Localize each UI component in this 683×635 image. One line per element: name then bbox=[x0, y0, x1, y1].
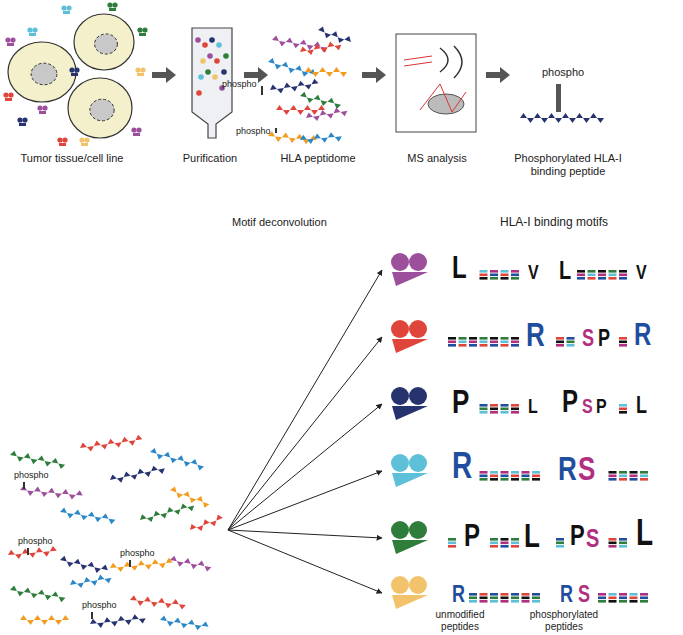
caption: phosphorylated peptides bbox=[522, 609, 606, 632]
deconvolution bbox=[228, 253, 428, 609]
logo-letter: L bbox=[524, 518, 540, 552]
phospho-tag: phospho bbox=[120, 548, 155, 558]
logo-letter: R bbox=[526, 317, 545, 351]
phospho-tag: phospho bbox=[18, 536, 53, 546]
logo-letter: V bbox=[636, 261, 647, 282]
logo-letter: P bbox=[562, 386, 578, 417]
logo-letter: S bbox=[582, 395, 593, 416]
logo-letter: P bbox=[598, 326, 610, 349]
caption: MS analysis bbox=[387, 152, 487, 165]
logo-letter: L bbox=[528, 395, 538, 416]
flow-arrow bbox=[486, 67, 510, 83]
caption: HLA peptidome bbox=[268, 152, 368, 165]
logo-letter: P bbox=[452, 384, 469, 418]
logo-letter: P bbox=[596, 395, 607, 416]
caption: Purification bbox=[165, 152, 255, 165]
logo-letter: R bbox=[634, 319, 651, 350]
logo-letter: S bbox=[586, 525, 599, 551]
logo-letter: L bbox=[636, 393, 647, 416]
flow-arrow bbox=[362, 67, 386, 83]
logo-letter: L bbox=[636, 515, 653, 551]
logo-letter: R bbox=[452, 582, 465, 605]
peptide-mix bbox=[8, 434, 225, 631]
logo-letter: R bbox=[452, 448, 472, 484]
caption: HLA-I binding motifs bbox=[500, 216, 608, 230]
flow-arrow bbox=[152, 67, 176, 83]
phospho-tag: phospho bbox=[222, 79, 257, 89]
phospho-tag: phospho bbox=[236, 126, 271, 136]
mass-spectrometer bbox=[396, 34, 476, 132]
caption: Motif deconvolution bbox=[232, 216, 327, 229]
caption: unmodified peptides bbox=[425, 609, 495, 632]
tumor-cells bbox=[3, 2, 147, 146]
hla-peptidome bbox=[262, 25, 353, 145]
logo-letter: V bbox=[528, 261, 539, 282]
arrow bbox=[152, 67, 176, 83]
logo-letter: S bbox=[578, 451, 595, 485]
logo-letter: L bbox=[452, 252, 467, 283]
logo-letter: S bbox=[578, 582, 590, 605]
caption: Phosphorylated HLA-I binding peptide bbox=[506, 152, 630, 177]
logo-letter: R bbox=[560, 582, 573, 605]
phospho-tag: phospho bbox=[82, 600, 117, 610]
logo-letter: L bbox=[559, 257, 571, 283]
logo-letter: P bbox=[570, 522, 585, 551]
logo-letter: P bbox=[464, 520, 480, 551]
logo-letter: S bbox=[582, 326, 594, 349]
arrow bbox=[486, 67, 510, 83]
logo-letter: R bbox=[558, 451, 577, 485]
arrow bbox=[362, 67, 386, 83]
caption: Tumor tissue/cell line bbox=[2, 152, 142, 165]
phospho-tag: phospho bbox=[14, 470, 49, 480]
logo-texture bbox=[448, 270, 648, 603]
phospho-tag: phospho bbox=[542, 66, 584, 79]
phosphopeptide bbox=[520, 84, 604, 123]
